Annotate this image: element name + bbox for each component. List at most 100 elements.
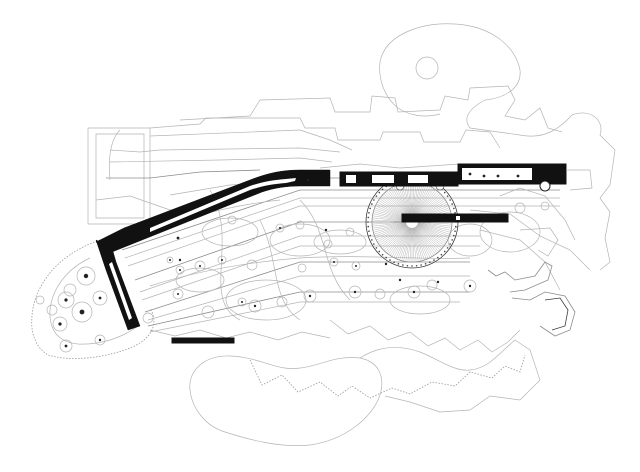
- pavilion-hatch-line: [414, 227, 433, 257]
- pavilion-hatch-line: [414, 227, 429, 259]
- east-entrance: [108, 129, 593, 337]
- pavilion-hatch-line: [391, 187, 410, 217]
- pavilion-hatch-line: [388, 189, 409, 218]
- pavilion-rim-dot: [437, 256, 439, 259]
- garden-oval-4: [175, 267, 225, 293]
- pavilion-rim-dot: [446, 247, 449, 249]
- pavilion-rim-dot: [375, 247, 378, 249]
- pavilion-rim-dot: [378, 191, 381, 194]
- pavilion-rim-dot: [402, 264, 404, 266]
- north-building-outline-2: [149, 117, 501, 149]
- pavilion-hatch-line: [395, 185, 410, 217]
- pavilion-hatch-line: [391, 227, 410, 257]
- south-landform-outline-2: [359, 339, 541, 413]
- pavilion-rim-dot: [451, 203, 453, 205]
- pavilion-hatch-line: [405, 227, 412, 262]
- pavilion-rim-dot: [373, 243, 375, 245]
- pavilion-hatch-line: [372, 215, 407, 222]
- pavilion-hatch-line: [399, 227, 411, 261]
- pavilion-rim-dot: [443, 191, 446, 194]
- pavilion-hatch-line: [413, 227, 423, 261]
- pavilion-rim-dot: [433, 259, 435, 261]
- north-building-outline: [179, 85, 563, 133]
- small-marks: [176, 172, 520, 284]
- pavilion-hatch-line: [414, 227, 431, 258]
- garden-oval-8: [479, 211, 541, 253]
- pavilion-hatch-line: [409, 227, 412, 262]
- north-bar-wall-1: [339, 171, 459, 187]
- pavilion-rim-dot: [371, 203, 373, 205]
- pavilion-rim-dot: [451, 239, 453, 241]
- pavilion-rim-dot: [406, 264, 409, 267]
- upper-outline-left: [379, 61, 441, 117]
- pavilion-hatch-line: [372, 222, 407, 229]
- pavilion-hatch-line: [385, 192, 409, 218]
- pavilion-hatch-line: [377, 224, 407, 243]
- pavilion-rim-dot: [415, 264, 418, 267]
- west-landform-boundary: [31, 239, 155, 359]
- pavilion-hatch-line: [413, 227, 421, 262]
- solid-walls: [95, 163, 567, 344]
- pavilion-hatch-line: [405, 182, 412, 217]
- pavilion-hatch-line: [416, 226, 441, 251]
- pavilion-hatch-line: [401, 227, 411, 261]
- upper-circle-feature: [415, 56, 439, 80]
- pavilion-rim-dot: [389, 259, 391, 261]
- pavilion-hatch-line: [380, 225, 408, 248]
- pavilion-hatch-line: [403, 182, 411, 217]
- pavilion-hatch-line: [372, 213, 407, 221]
- pavilion-hatch-line: [376, 224, 407, 241]
- pavilion-hatch-line: [393, 227, 410, 258]
- pavilion-hatch-line: [393, 186, 410, 217]
- pavilion-hatch-line: [374, 223, 407, 237]
- upper-landform-outline: [379, 23, 616, 271]
- pavilion-hatch-line: [378, 225, 408, 244]
- west-frame-outline: [87, 127, 151, 225]
- west-plaza-circles: [35, 266, 108, 353]
- pavilion-rim-dot: [369, 234, 371, 237]
- pavilion-hatch-line: [417, 224, 449, 239]
- pavilion-hatch-line: [417, 222, 452, 225]
- pavilion-rim-dot: [367, 221, 369, 223]
- south-site-boundary: [249, 354, 526, 399]
- garden-oval-3: [313, 229, 367, 255]
- central-jagged-outline: [329, 319, 521, 353]
- pavilion-hatch-line: [382, 225, 408, 249]
- garden-oval-2: [269, 223, 331, 257]
- pavilion-hatch-line: [415, 226, 438, 254]
- pavilion-hatch-line: [385, 226, 409, 252]
- pavilion-hatch-line: [416, 225, 444, 248]
- pavilion-hatch-line: [415, 226, 439, 252]
- pavilion-hatch-line: [383, 226, 408, 251]
- promenade-linework: [95, 129, 591, 333]
- pavilion-hatch-line: [407, 227, 412, 262]
- pavilion-hatch-line: [412, 182, 415, 217]
- pavilion-hatch-line: [395, 227, 410, 259]
- pavilion-rim-dot: [373, 199, 375, 201]
- pavilion-hatch-line: [397, 227, 411, 260]
- main-promenade-wall: [95, 169, 331, 253]
- pavilion-hatch-line: [386, 226, 409, 254]
- pavilion-hatch-line: [417, 223, 450, 237]
- south-bench-wall: [171, 337, 235, 344]
- pavilion-hatch-line: [413, 182, 421, 217]
- pavilion-hatch-line: [417, 224, 447, 243]
- pavilion-hatch-line: [386, 190, 409, 218]
- pavilion-hatch-line: [373, 211, 407, 221]
- pavilion-rim-dot: [411, 265, 413, 267]
- pavilion-rim-dot: [368, 212, 370, 214]
- pavilion-rim-dot: [449, 199, 451, 201]
- pavilion-hatch-line: [390, 226, 409, 256]
- pavilion-rim-dot: [369, 207, 371, 210]
- pavilion-hatch-line: [417, 223, 452, 231]
- pavilion-hatch-line: [372, 222, 407, 227]
- pavilion-rim-dot: [454, 230, 456, 232]
- pavilion-rim-dot: [371, 239, 373, 241]
- pavilion-rim-dot: [454, 225, 457, 228]
- west-landform-inner: [49, 257, 139, 345]
- central-jagged-outline-2: [149, 329, 331, 341]
- pavilion-hatch-line: [379, 225, 408, 246]
- garden-paths: [175, 211, 541, 321]
